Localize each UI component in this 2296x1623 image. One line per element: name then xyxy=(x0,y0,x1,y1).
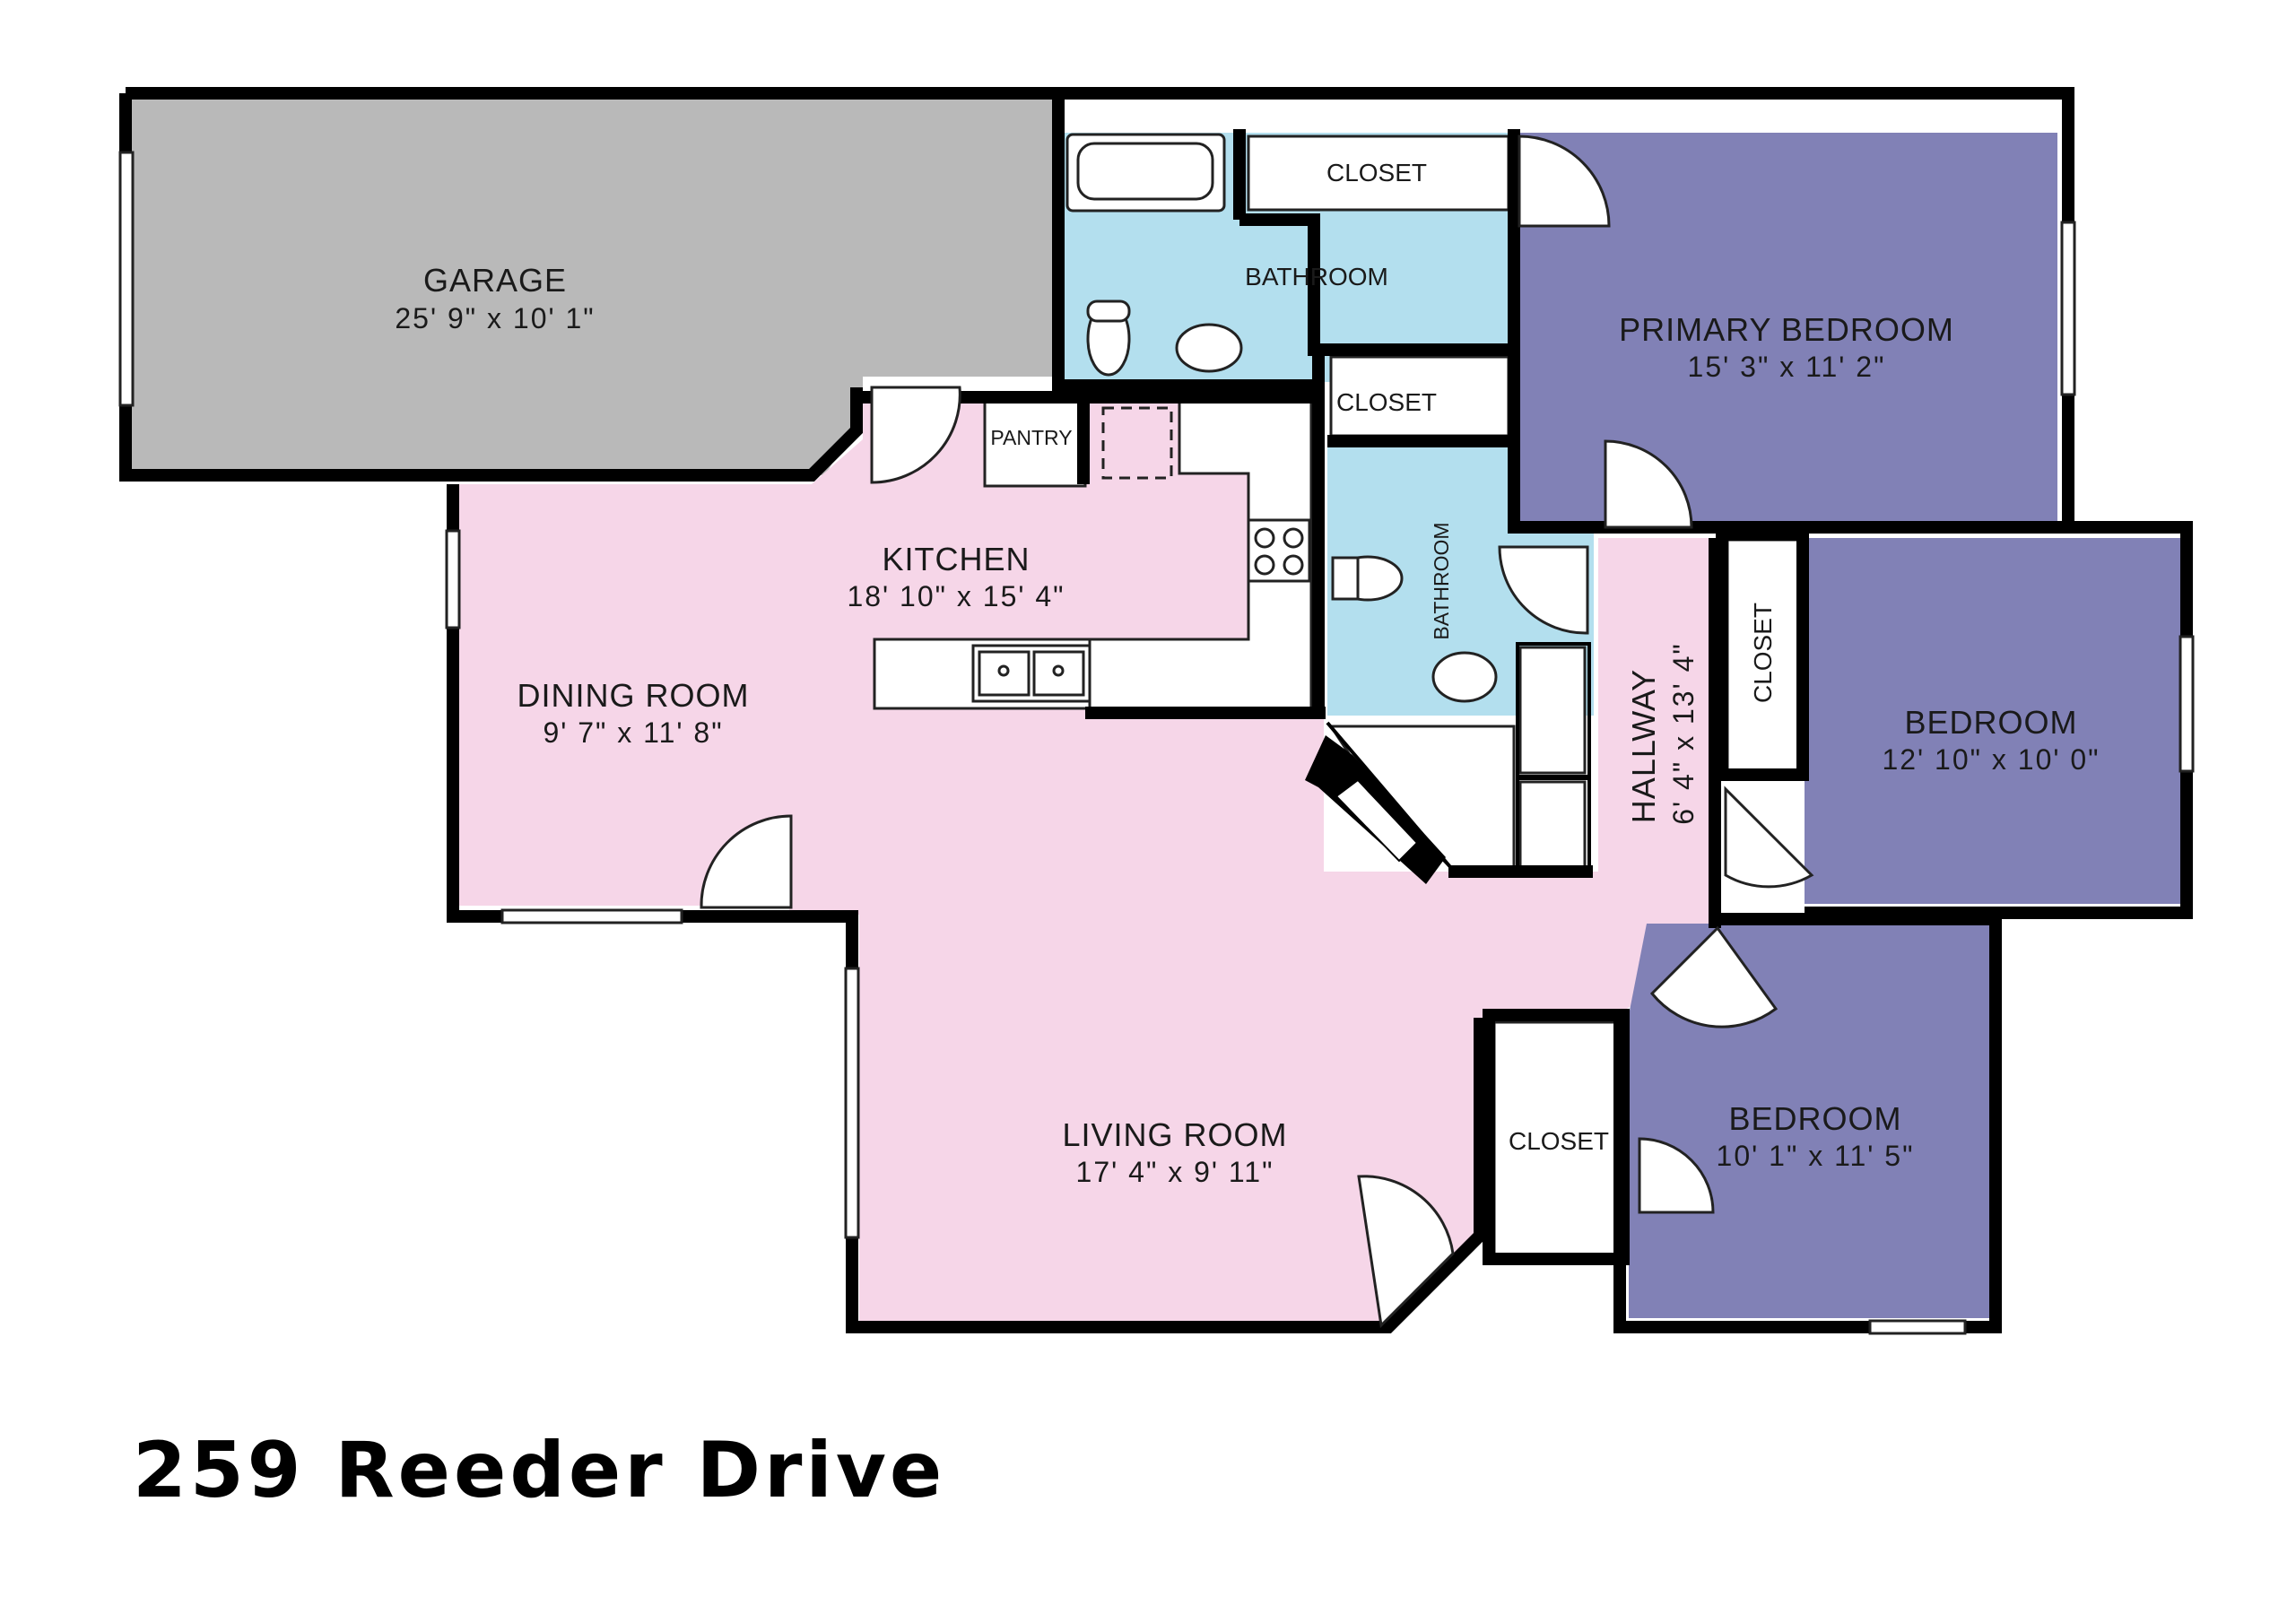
wall-closet-bed xyxy=(1716,528,1809,781)
door-primary-2 xyxy=(1604,439,1693,529)
closet-bed-area xyxy=(1726,538,1801,773)
door-living xyxy=(1357,1175,1455,1329)
window-bedroom-low xyxy=(1868,1319,1967,1335)
closet-low-area xyxy=(1492,1020,1623,1259)
living-room-label: LIVING ROOM xyxy=(1062,1116,1287,1153)
window-garage xyxy=(118,151,135,407)
bedroom-right-area xyxy=(1805,538,2183,904)
bedroom-low-label: BEDROOM xyxy=(1728,1100,1901,1137)
closet-mid-label: CLOSET xyxy=(1336,388,1437,416)
wall-closet-low xyxy=(1483,1009,1630,1265)
kitchen-dim: 18' 10" x 15' 4" xyxy=(847,580,1065,612)
wall-dining xyxy=(447,484,1486,1333)
bedroom-low-dim: 10' 1" x 11' 5" xyxy=(1717,1140,1915,1172)
garage-dim: 25' 9" x 10' 1" xyxy=(395,302,595,334)
window-dining-left xyxy=(445,529,461,629)
primary-bedroom-dim: 15' 3" x 11' 2" xyxy=(1688,351,1886,383)
bedroom-right-dim: 12' 10" x 10' 0" xyxy=(1882,743,2100,776)
hallway-label: HALLWAY xyxy=(1625,669,1662,823)
door-primary xyxy=(1518,135,1611,228)
hallway-dim: 6' 4" x 13' 4" xyxy=(1667,642,1700,824)
garage-label: GARAGE xyxy=(423,262,567,299)
window-dining-bottom xyxy=(500,908,683,924)
dining-room-label: DINING ROOM xyxy=(517,677,750,714)
window-bedroom-right xyxy=(2179,635,2195,773)
closet-mid-area xyxy=(1329,355,1510,438)
window-living xyxy=(844,967,860,1239)
door-garage xyxy=(870,386,961,484)
hall-closet-a xyxy=(1518,646,1587,775)
property-address-title: 259 Reeder Drive xyxy=(133,1426,946,1515)
bathroom-mid-label: BATHROOM xyxy=(1430,522,1453,639)
pantry-label: PANTRY xyxy=(990,426,1072,449)
sink-mid xyxy=(1431,651,1498,703)
fridge-space xyxy=(1101,406,1173,480)
wall-bath-top xyxy=(1239,213,1516,356)
door-dining xyxy=(700,814,793,909)
closet-bed-label: CLOSET xyxy=(1749,603,1777,703)
bedroom-right-label: BEDROOM xyxy=(1904,704,2077,741)
kitchen-label: KITCHEN xyxy=(882,541,1030,577)
dining-room-dim: 9' 7" x 11' 8" xyxy=(543,716,723,749)
closet-top-area xyxy=(1247,135,1510,212)
primary-bedroom-label: PRIMARY BEDROOM xyxy=(1619,311,1954,348)
living-area xyxy=(457,395,1715,1327)
closet-low-label: CLOSET xyxy=(1509,1127,1609,1155)
bathroom-top-label: BATHROOM xyxy=(1245,263,1388,291)
door-bath-mid xyxy=(1498,545,1589,635)
door-bedroom-right xyxy=(1724,785,1814,889)
hall-closet-b xyxy=(1518,780,1587,875)
window-primary xyxy=(2060,221,2076,396)
garage-area xyxy=(126,99,1058,475)
closet-top-label: CLOSET xyxy=(1326,159,1427,187)
door-bedroom-low-entry xyxy=(1649,925,1779,1028)
living-room-dim: 17' 4" x 9' 11" xyxy=(1076,1156,1274,1188)
sink-top xyxy=(1175,323,1243,373)
pantry-area xyxy=(983,395,1087,488)
wall-garage-right xyxy=(1052,93,1318,392)
door-bedroom-low xyxy=(1638,1137,1715,1214)
